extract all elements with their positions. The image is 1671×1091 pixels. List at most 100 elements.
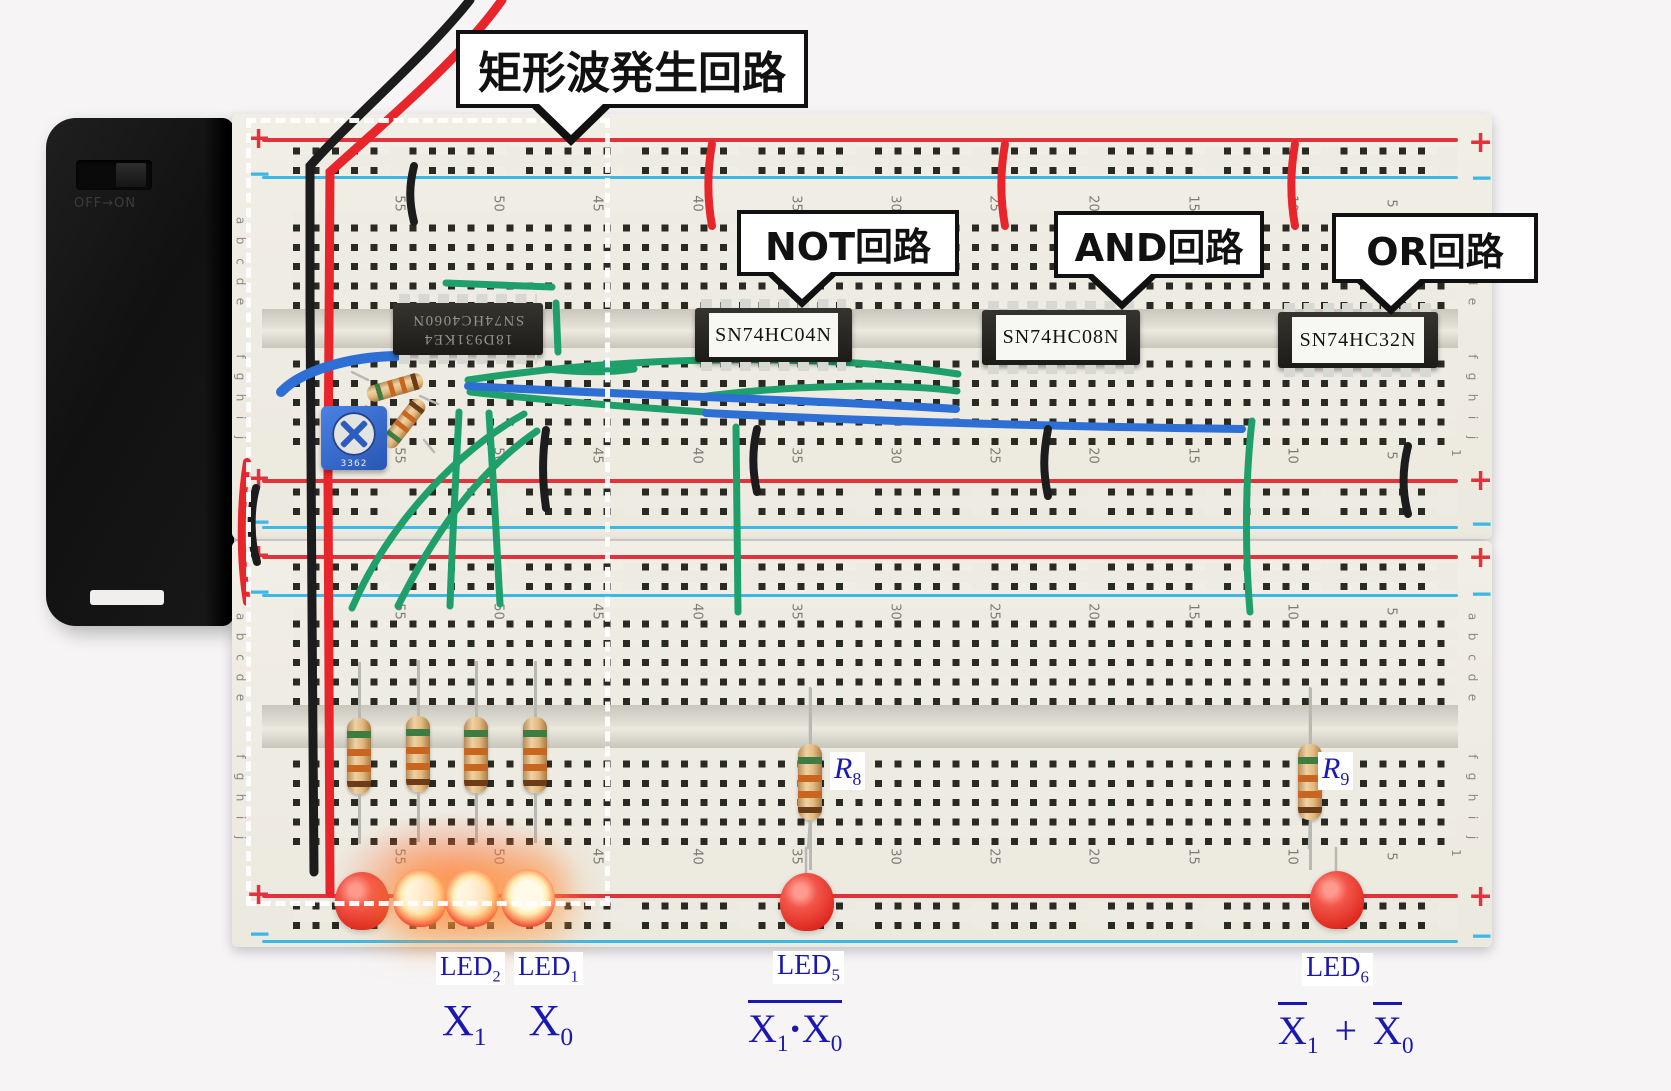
rail-red-3 bbox=[262, 555, 1458, 559]
jumper-green bbox=[732, 423, 742, 616]
label-r8: R8 bbox=[830, 752, 866, 790]
rail-red-1 bbox=[262, 138, 1458, 142]
trimmer-potentiometer: 3362 bbox=[321, 406, 387, 470]
or-plus: + bbox=[1334, 1008, 1358, 1053]
or-x0: X bbox=[1373, 1008, 1402, 1053]
led6-sub: 6 bbox=[1360, 967, 1369, 987]
led1 bbox=[501, 869, 555, 927]
jumper-green-diag bbox=[348, 410, 528, 612]
callout-square-wave: 矩形波発生回路 bbox=[456, 30, 808, 146]
jumper-red bbox=[997, 140, 1009, 230]
rail-blue-2 bbox=[262, 526, 1458, 529]
resistor-r8 bbox=[798, 688, 822, 870]
rail-blue-1 bbox=[262, 176, 1458, 179]
led5-base: LED bbox=[777, 950, 832, 981]
rail-minus: − bbox=[1470, 161, 1494, 194]
center-groove-bottom bbox=[262, 705, 1458, 748]
rail-red-2 bbox=[262, 479, 1458, 483]
ic-oscillator-sn74hc4060n: 18D931KE4 SN74HC4060N bbox=[393, 294, 543, 364]
jumper-green bbox=[1242, 417, 1256, 616]
nand-x1: X bbox=[748, 1006, 777, 1051]
callout-tail bbox=[1084, 274, 1160, 310]
rail-blue-3 bbox=[262, 594, 1458, 597]
resistor-led-array bbox=[347, 662, 371, 844]
callout-tail bbox=[764, 272, 840, 308]
label-led5: LED5 bbox=[773, 950, 844, 985]
callout-and: AND回路 bbox=[1054, 211, 1264, 310]
ic-and-sn74hc08n: SN74HC08N bbox=[982, 301, 1140, 374]
ic-and-label: SN74HC08N bbox=[996, 315, 1126, 360]
callout-square-wave-text: 矩形波発生回路 bbox=[478, 48, 786, 99]
battery-wire-red bbox=[323, 0, 507, 898]
led1-base: LED bbox=[518, 951, 571, 981]
jumper-blue-long bbox=[464, 382, 960, 413]
led5 bbox=[780, 873, 834, 931]
rail-minus: − bbox=[1470, 577, 1494, 610]
nand-dot: · bbox=[788, 1006, 802, 1051]
rail-minus: − bbox=[248, 575, 272, 608]
battery-holder: OFF→ON bbox=[46, 118, 234, 626]
formula-nand: X1·X0 bbox=[742, 998, 848, 1060]
jumper-red bbox=[1287, 140, 1299, 230]
or-x1: X bbox=[1278, 1008, 1307, 1053]
jumper-black bbox=[1399, 442, 1412, 518]
x1-sub: 1 bbox=[473, 1021, 487, 1051]
nand-overline: X1·X0 bbox=[748, 1000, 843, 1058]
label-led1: LED1 bbox=[514, 951, 583, 986]
hole-grid-ae-bottom bbox=[293, 608, 1457, 705]
led2 bbox=[445, 869, 499, 927]
r8-sub: 8 bbox=[852, 769, 862, 789]
ic-oscillator-code: 18D931KE4 bbox=[423, 331, 513, 348]
resistor-led-array bbox=[464, 661, 488, 843]
led5-sub: 5 bbox=[831, 965, 840, 985]
jumper-green bbox=[442, 279, 556, 291]
r9-base: R bbox=[1322, 752, 1341, 785]
battery-slot bbox=[90, 590, 164, 605]
jumper-black bbox=[539, 426, 550, 512]
not-x0-overline: X bbox=[1373, 1002, 1402, 1054]
jumper-black bbox=[1040, 425, 1052, 500]
led1-sub: 1 bbox=[570, 967, 579, 986]
callout-or: OR回路 bbox=[1332, 213, 1538, 315]
battery-wire-black bbox=[305, 0, 475, 877]
or-x0-sub: 0 bbox=[1401, 1033, 1414, 1059]
rail-link-black bbox=[247, 484, 261, 566]
led-red-unlit bbox=[335, 872, 389, 930]
rail-plus: + bbox=[1468, 463, 1494, 498]
rail-minus: − bbox=[248, 917, 272, 950]
led2-base: LED bbox=[440, 951, 493, 981]
callout-not: NOT回路 bbox=[737, 210, 959, 308]
x1-base: X bbox=[442, 996, 474, 1045]
nand-x1-sub: 1 bbox=[776, 1031, 789, 1057]
ic-or-sn74hc32n: SN74HC32N bbox=[1278, 303, 1438, 377]
ic-or-label: SN74HC32N bbox=[1292, 317, 1424, 363]
ic-oscillator-markings: 18D931KE4 SN74HC4060N bbox=[393, 303, 543, 355]
rail-blue-4 bbox=[262, 940, 1458, 943]
jumper-green-diag bbox=[485, 409, 504, 608]
resistor-lead bbox=[350, 370, 440, 454]
rail-plus: + bbox=[1468, 125, 1494, 160]
led2-sub: 2 bbox=[492, 967, 501, 986]
rail-link-red bbox=[237, 458, 251, 606]
led-lit bbox=[393, 869, 447, 927]
rail-plus: + bbox=[1468, 879, 1494, 914]
not-x1-overline: X bbox=[1278, 1002, 1307, 1054]
jumper-green-diag bbox=[446, 408, 463, 610]
jumper-black bbox=[749, 425, 761, 496]
label-r9: R9 bbox=[1318, 752, 1354, 790]
callout-tail bbox=[528, 104, 614, 146]
resistor-led-array bbox=[523, 661, 547, 843]
r8-base: R bbox=[834, 752, 853, 785]
jumper-black bbox=[406, 162, 418, 226]
power-switch-knob bbox=[116, 163, 146, 187]
formula-or-of-nots: X1 + X0 bbox=[1272, 1000, 1420, 1062]
jumper-green bbox=[466, 388, 708, 416]
power-switch bbox=[76, 160, 152, 190]
ic-not-sn74hc04n: SN74HC04N bbox=[695, 299, 852, 371]
callout-and-text: AND回路 bbox=[1074, 226, 1244, 270]
jumper-blue bbox=[276, 351, 401, 397]
x0-sub: 0 bbox=[560, 1021, 574, 1051]
rail-plus: + bbox=[1468, 540, 1494, 575]
